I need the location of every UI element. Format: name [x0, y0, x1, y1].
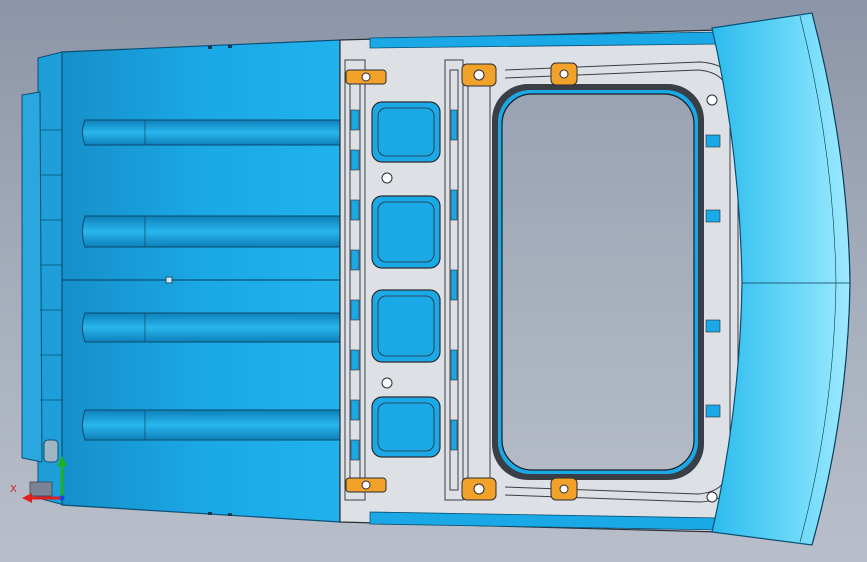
- axis-arrows: [22, 456, 67, 503]
- rear-header-rail[interactable]: [21, 51, 65, 506]
- mounting-clips[interactable]: [345, 62, 578, 501]
- frame-pockets: [371, 101, 441, 458]
- clip[interactable]: [550, 62, 578, 86]
- clip[interactable]: [461, 477, 497, 501]
- roof-bows: [82, 119, 341, 441]
- clip[interactable]: [345, 69, 387, 85]
- clip[interactable]: [345, 477, 387, 493]
- front-header-panel[interactable]: [711, 12, 851, 546]
- sunroof-opening[interactable]: [492, 84, 704, 480]
- x-axis-label: X: [10, 484, 17, 495]
- clip[interactable]: [550, 477, 578, 501]
- clip[interactable]: [461, 63, 497, 87]
- roof-panel[interactable]: [61, 39, 341, 523]
- axis-triad: X: [10, 440, 80, 510]
